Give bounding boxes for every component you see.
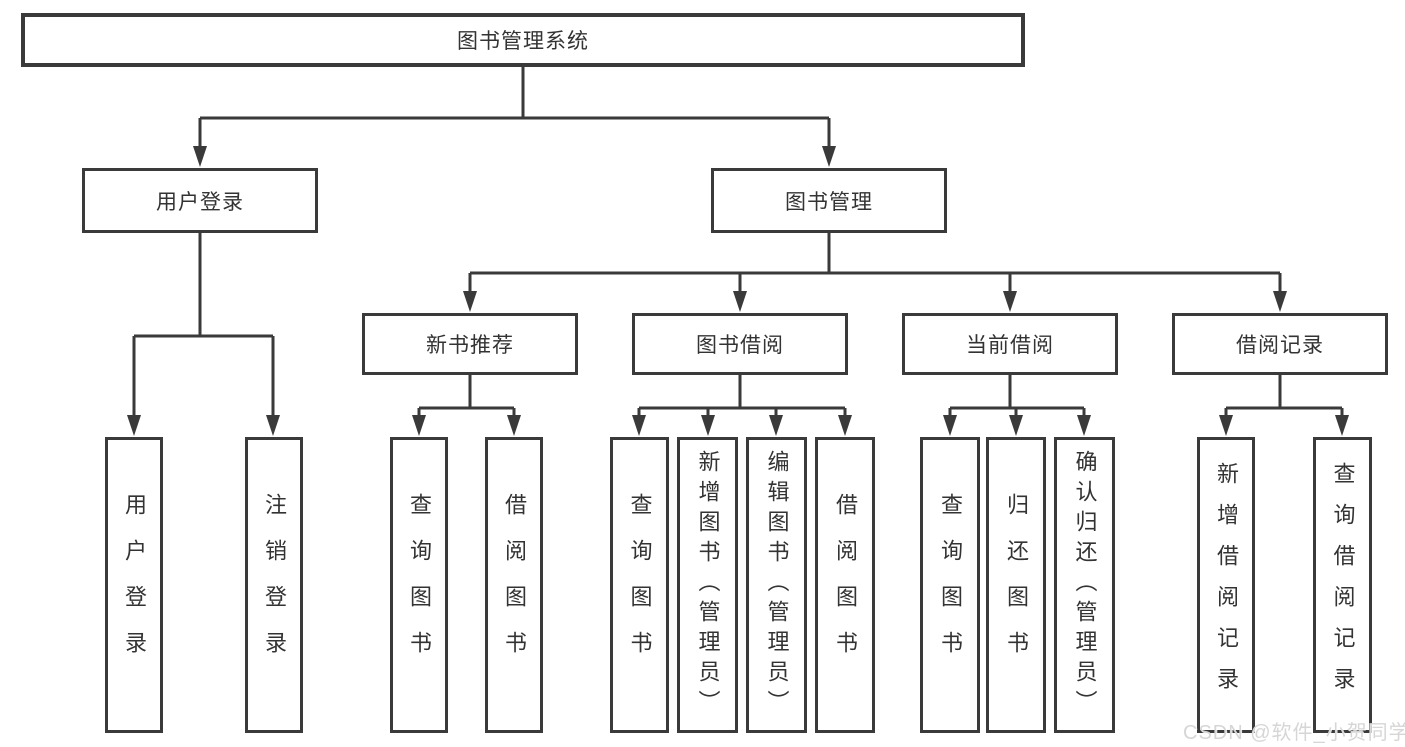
node-user-login: 用户登录 [82,168,318,233]
csdn-watermark: CSDN @软件_小贺同学 [1183,722,1405,744]
leaf-logout-label: 注销登录 [262,493,287,677]
leaf-br-query-borrow-record-label: 查询借阅记录 [1330,462,1356,708]
leaf-bb-query-books: 查询图书 [610,437,669,733]
leaf-cb-return-books-label: 归还图书 [1004,493,1029,677]
leaf-bb-borrow-books: 借阅图书 [815,437,875,733]
node-current-borrow: 当前借阅 [902,313,1118,375]
node-new-book-recommend-label: 新书推荐 [426,334,514,357]
leaf-br-add-borrow-record-label: 新增借阅记录 [1214,462,1239,708]
leaf-br-add-borrow-record: 新增借阅记录 [1197,437,1255,733]
leaf-nb-borrow-books-label: 借阅图书 [502,493,527,677]
leaf-cb-query-books: 查询图书 [920,437,980,733]
connector-book-management [463,233,1287,312]
node-book-management: 图书管理 [711,168,947,233]
leaf-br-query-borrow-record: 查询借阅记录 [1313,437,1372,733]
leaf-cb-confirm-return-admin: 确认归还（管理员） [1054,437,1115,733]
leaf-bb-query-books-label: 查询图书 [627,493,653,677]
leaf-logout: 注销登录 [245,437,303,733]
node-root-system-label: 图书管理系统 [457,30,589,53]
leaf-cb-confirm-return-admin-label: 确认归还（管理员） [1072,450,1098,720]
connector-root [193,67,836,167]
node-book-borrow: 图书借阅 [632,313,848,375]
leaf-nb-query-books-label: 查询图书 [407,493,432,677]
leaf-bb-edit-books-admin-label: 编辑图书（管理员） [764,450,790,720]
connector-book-borrow [632,375,852,436]
leaf-nb-query-books: 查询图书 [390,437,448,733]
node-borrow-records-label: 借阅记录 [1236,334,1324,357]
leaf-bb-add-books-admin-label: 新增图书（管理员） [695,450,721,720]
connector-current-borrow [943,375,1091,436]
leaf-cb-return-books: 归还图书 [986,437,1046,733]
node-book-borrow-label: 图书借阅 [696,334,784,357]
leaf-bb-add-books-admin: 新增图书（管理员） [677,437,738,733]
leaf-bb-edit-books-admin: 编辑图书（管理员） [746,437,807,733]
leaf-cb-query-books-label: 查询图书 [938,493,963,677]
node-new-book-recommend: 新书推荐 [362,313,578,375]
leaf-nb-borrow-books: 借阅图书 [485,437,543,733]
node-user-login-label: 用户登录 [156,190,244,214]
connector-user-login [127,233,280,436]
node-current-borrow-label: 当前借阅 [966,334,1054,357]
leaf-user-login-label: 用户登录 [122,493,147,677]
leaf-user-login: 用户登录 [105,437,163,733]
node-root-system: 图书管理系统 [21,13,1025,67]
leaf-bb-borrow-books-label: 借阅图书 [833,493,858,677]
connector-borrow-records [1219,375,1349,436]
connector-new-book-recommend [412,375,521,436]
node-borrow-records: 借阅记录 [1172,313,1388,375]
node-book-management-label: 图书管理 [785,190,873,214]
